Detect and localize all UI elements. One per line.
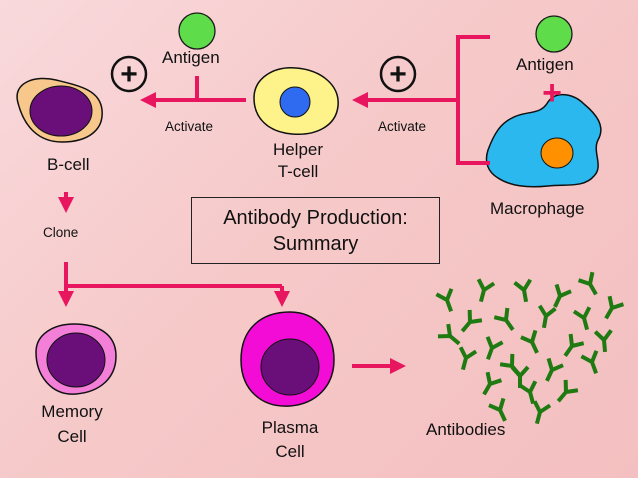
memory-label-line1: Memory	[41, 402, 103, 421]
antibodies-cluster	[435, 271, 625, 425]
antibody-icon	[520, 329, 539, 354]
antibody-icon	[460, 309, 483, 333]
activate-label-right: Activate	[378, 119, 427, 134]
antigen-label-right: Antigen	[516, 55, 574, 74]
clone-label: Clone	[43, 225, 79, 240]
b-cell-label: B-cell	[47, 155, 90, 174]
arrows	[58, 35, 490, 374]
antibody-icon	[556, 379, 579, 403]
antigen-right-circle	[535, 15, 573, 53]
b-cell	[16, 77, 103, 143]
antibody-icon	[493, 307, 515, 331]
summary-title-line2: Summary	[272, 233, 359, 255]
antibody-icon	[604, 295, 625, 320]
antigen-label-left: Antigen	[162, 48, 220, 67]
svg-text:+: +	[389, 58, 407, 91]
helper-t-cell	[253, 67, 339, 135]
antibody-icon	[553, 283, 572, 308]
antibodies-label: Antibodies	[426, 420, 506, 439]
b-cell-nucleus	[29, 85, 93, 137]
antibody-icon	[563, 333, 585, 357]
antibody-icon	[518, 380, 538, 405]
plasma-label-line2: Cell	[275, 442, 305, 461]
macrophage-label: Macrophage	[490, 199, 585, 218]
antibody-icon	[545, 357, 564, 382]
antibody-icon	[513, 278, 533, 303]
summary-title-box: Antibody Production: Summary	[191, 197, 440, 264]
antibody-icon	[593, 329, 613, 353]
plasma-cell-nucleus	[260, 338, 320, 396]
plus-circle-left: +	[110, 55, 148, 93]
antibody-icon	[435, 288, 454, 312]
plus-circle-right: +	[379, 55, 417, 93]
macrophage-bracket	[456, 35, 490, 165]
antibody-icon	[458, 346, 478, 371]
antibody-icon	[437, 323, 461, 346]
antibody-icon	[537, 304, 557, 329]
antibody-icon	[577, 271, 598, 296]
antibody-icon	[572, 306, 592, 331]
memory-label-line2: Cell	[57, 427, 87, 446]
memory-cell	[35, 323, 117, 395]
helper-label-line2: T-cell	[277, 162, 319, 181]
plasma-label-line1: Plasma	[261, 418, 319, 437]
antibody-icon	[482, 371, 503, 396]
macrophage	[485, 93, 602, 188]
helper-label-line1: Helper	[272, 140, 324, 159]
macrophage-nucleus	[540, 137, 574, 169]
summary-title-line1: Antibody Production:	[223, 207, 408, 229]
macrophage-plus-sign: +	[542, 74, 562, 112]
memory-cell-nucleus	[46, 332, 106, 388]
svg-text:+: +	[120, 58, 138, 91]
antibody-icon	[532, 400, 552, 425]
antibody-icon	[510, 365, 530, 388]
antibody-icon	[485, 336, 504, 360]
antigen-top-circle	[178, 12, 216, 50]
antibody-icon	[476, 278, 496, 303]
antibody-icon	[580, 350, 599, 374]
activate-label-left: Activate	[165, 119, 214, 134]
plasma-cell	[240, 311, 335, 407]
helper-t-cell-nucleus	[279, 86, 311, 118]
antibody-icon	[488, 397, 507, 422]
